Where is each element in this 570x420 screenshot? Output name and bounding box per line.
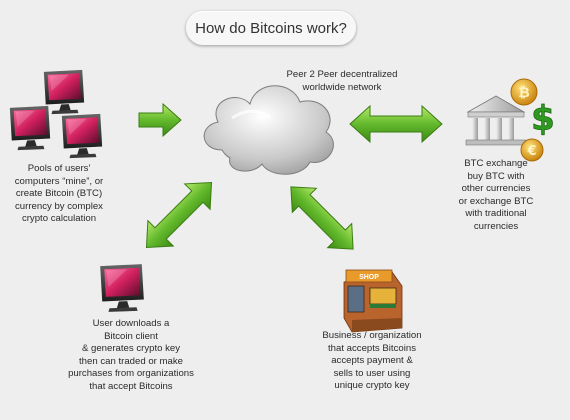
computer-icon: [9, 105, 51, 151]
user-label: User downloads a Bitcoin client & genera…: [68, 318, 194, 392]
cloud-icon: [203, 85, 334, 175]
arrow-icon: [145, 181, 213, 249]
arrow-icon: [349, 104, 443, 144]
dollar-icon: $: [531, 99, 555, 140]
exchange-label: BTC exchange buy BTC with other currenci…: [458, 158, 534, 232]
bitcoin-coin-icon: ₿: [510, 78, 538, 106]
svg-text:₿: ₿: [518, 85, 529, 101]
network-label: Peer 2 Peer decentralized worldwide netw…: [286, 69, 398, 93]
computer-icon: [61, 113, 103, 159]
business-label: Business / organization that accepts Bit…: [322, 330, 422, 392]
svg-text:€: €: [526, 144, 536, 159]
bank-icon: [465, 95, 527, 146]
miners-label: Pools of users' computers “mine”, or cre…: [14, 163, 104, 225]
computer-icon: [43, 69, 85, 115]
shop-icon: SHOP: [343, 269, 403, 333]
shop-sign-text: SHOP: [359, 274, 379, 281]
diagram-title-text: How do Bitcoins work?: [195, 19, 347, 37]
computer-icon: [100, 264, 144, 312]
euro-coin-icon: €: [520, 138, 544, 162]
svg-text:$: $: [531, 99, 555, 139]
arrow-icon: [290, 186, 354, 250]
diagram-title: How do Bitcoins work?: [186, 11, 356, 45]
arrow-icon: [138, 102, 182, 138]
